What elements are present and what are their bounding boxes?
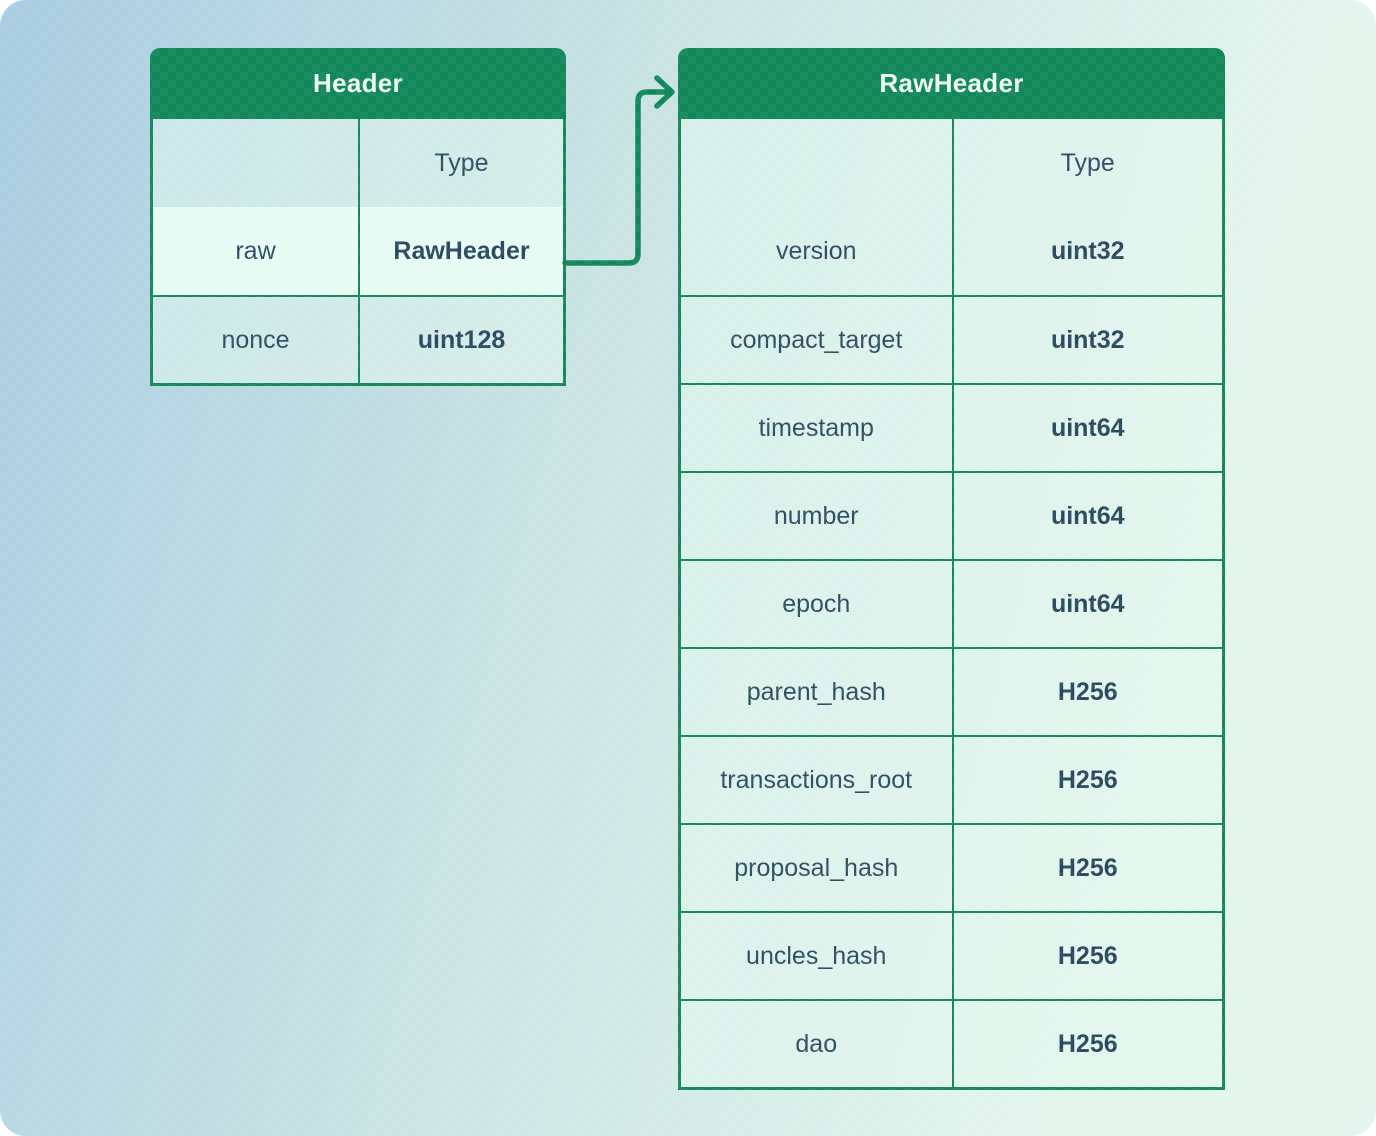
field-type-cell: H256 bbox=[951, 913, 1222, 999]
field-type-cell: uint32 bbox=[951, 207, 1222, 295]
rawheader-table-title: RawHeader bbox=[678, 48, 1225, 119]
field-name-cell: number bbox=[681, 473, 952, 559]
table-row: compact_target uint32 bbox=[681, 295, 1222, 383]
arrow-line bbox=[562, 89, 671, 266]
reference-arrow bbox=[562, 75, 675, 266]
table-row: epoch uint64 bbox=[681, 559, 1222, 647]
arrow-head-icon bbox=[654, 75, 675, 109]
field-type-cell: H256 bbox=[951, 825, 1222, 911]
field-name-cell: parent_hash bbox=[681, 649, 952, 735]
table-row: parent_hash H256 bbox=[681, 647, 1222, 735]
header-struct-table: Header Type raw RawHeader nonce uint128 bbox=[150, 48, 566, 386]
field-type-cell: uint128 bbox=[358, 297, 563, 383]
table-row: dao H256 bbox=[681, 999, 1222, 1087]
rawheader-table-body: Type version uint32 compact_target uint3… bbox=[678, 119, 1225, 1090]
field-type-cell: H256 bbox=[951, 1001, 1222, 1087]
empty-header-cell bbox=[153, 119, 358, 207]
field-name-cell: epoch bbox=[681, 561, 952, 647]
table-row: version uint32 bbox=[681, 207, 1222, 295]
field-type-cell: uint64 bbox=[951, 385, 1222, 471]
empty-header-cell bbox=[681, 119, 952, 207]
table-row: nonce uint128 bbox=[153, 295, 563, 383]
field-name-cell: nonce bbox=[153, 297, 358, 383]
field-name-cell: timestamp bbox=[681, 385, 952, 471]
field-name-cell: raw bbox=[153, 207, 358, 295]
header-table-title: Header bbox=[150, 48, 566, 119]
rawheader-struct-table: RawHeader Type version uint32 compact_ta… bbox=[678, 48, 1225, 1090]
header-table-body: Type raw RawHeader nonce uint128 bbox=[150, 119, 566, 386]
table-row: transactions_root H256 bbox=[681, 735, 1222, 823]
type-column-header: Type bbox=[951, 119, 1222, 207]
field-name-cell: compact_target bbox=[681, 297, 952, 383]
column-header-row: Type bbox=[681, 119, 1222, 207]
column-header-row: Type bbox=[153, 119, 563, 207]
table-row: timestamp uint64 bbox=[681, 383, 1222, 471]
field-type-cell: uint64 bbox=[951, 473, 1222, 559]
field-type-cell: uint64 bbox=[951, 561, 1222, 647]
type-column-header: Type bbox=[358, 119, 563, 207]
field-type-cell: H256 bbox=[951, 649, 1222, 735]
field-name-cell: proposal_hash bbox=[681, 825, 952, 911]
table-row: proposal_hash H256 bbox=[681, 823, 1222, 911]
table-row: uncles_hash H256 bbox=[681, 911, 1222, 999]
field-name-cell: transactions_root bbox=[681, 737, 952, 823]
field-name-cell: uncles_hash bbox=[681, 913, 952, 999]
table-row: number uint64 bbox=[681, 471, 1222, 559]
table-row: raw RawHeader bbox=[153, 207, 563, 295]
field-type-cell: RawHeader bbox=[358, 207, 563, 295]
field-type-cell: uint32 bbox=[951, 297, 1222, 383]
field-name-cell: dao bbox=[681, 1001, 952, 1087]
field-type-cell: H256 bbox=[951, 737, 1222, 823]
field-name-cell: version bbox=[681, 207, 952, 295]
